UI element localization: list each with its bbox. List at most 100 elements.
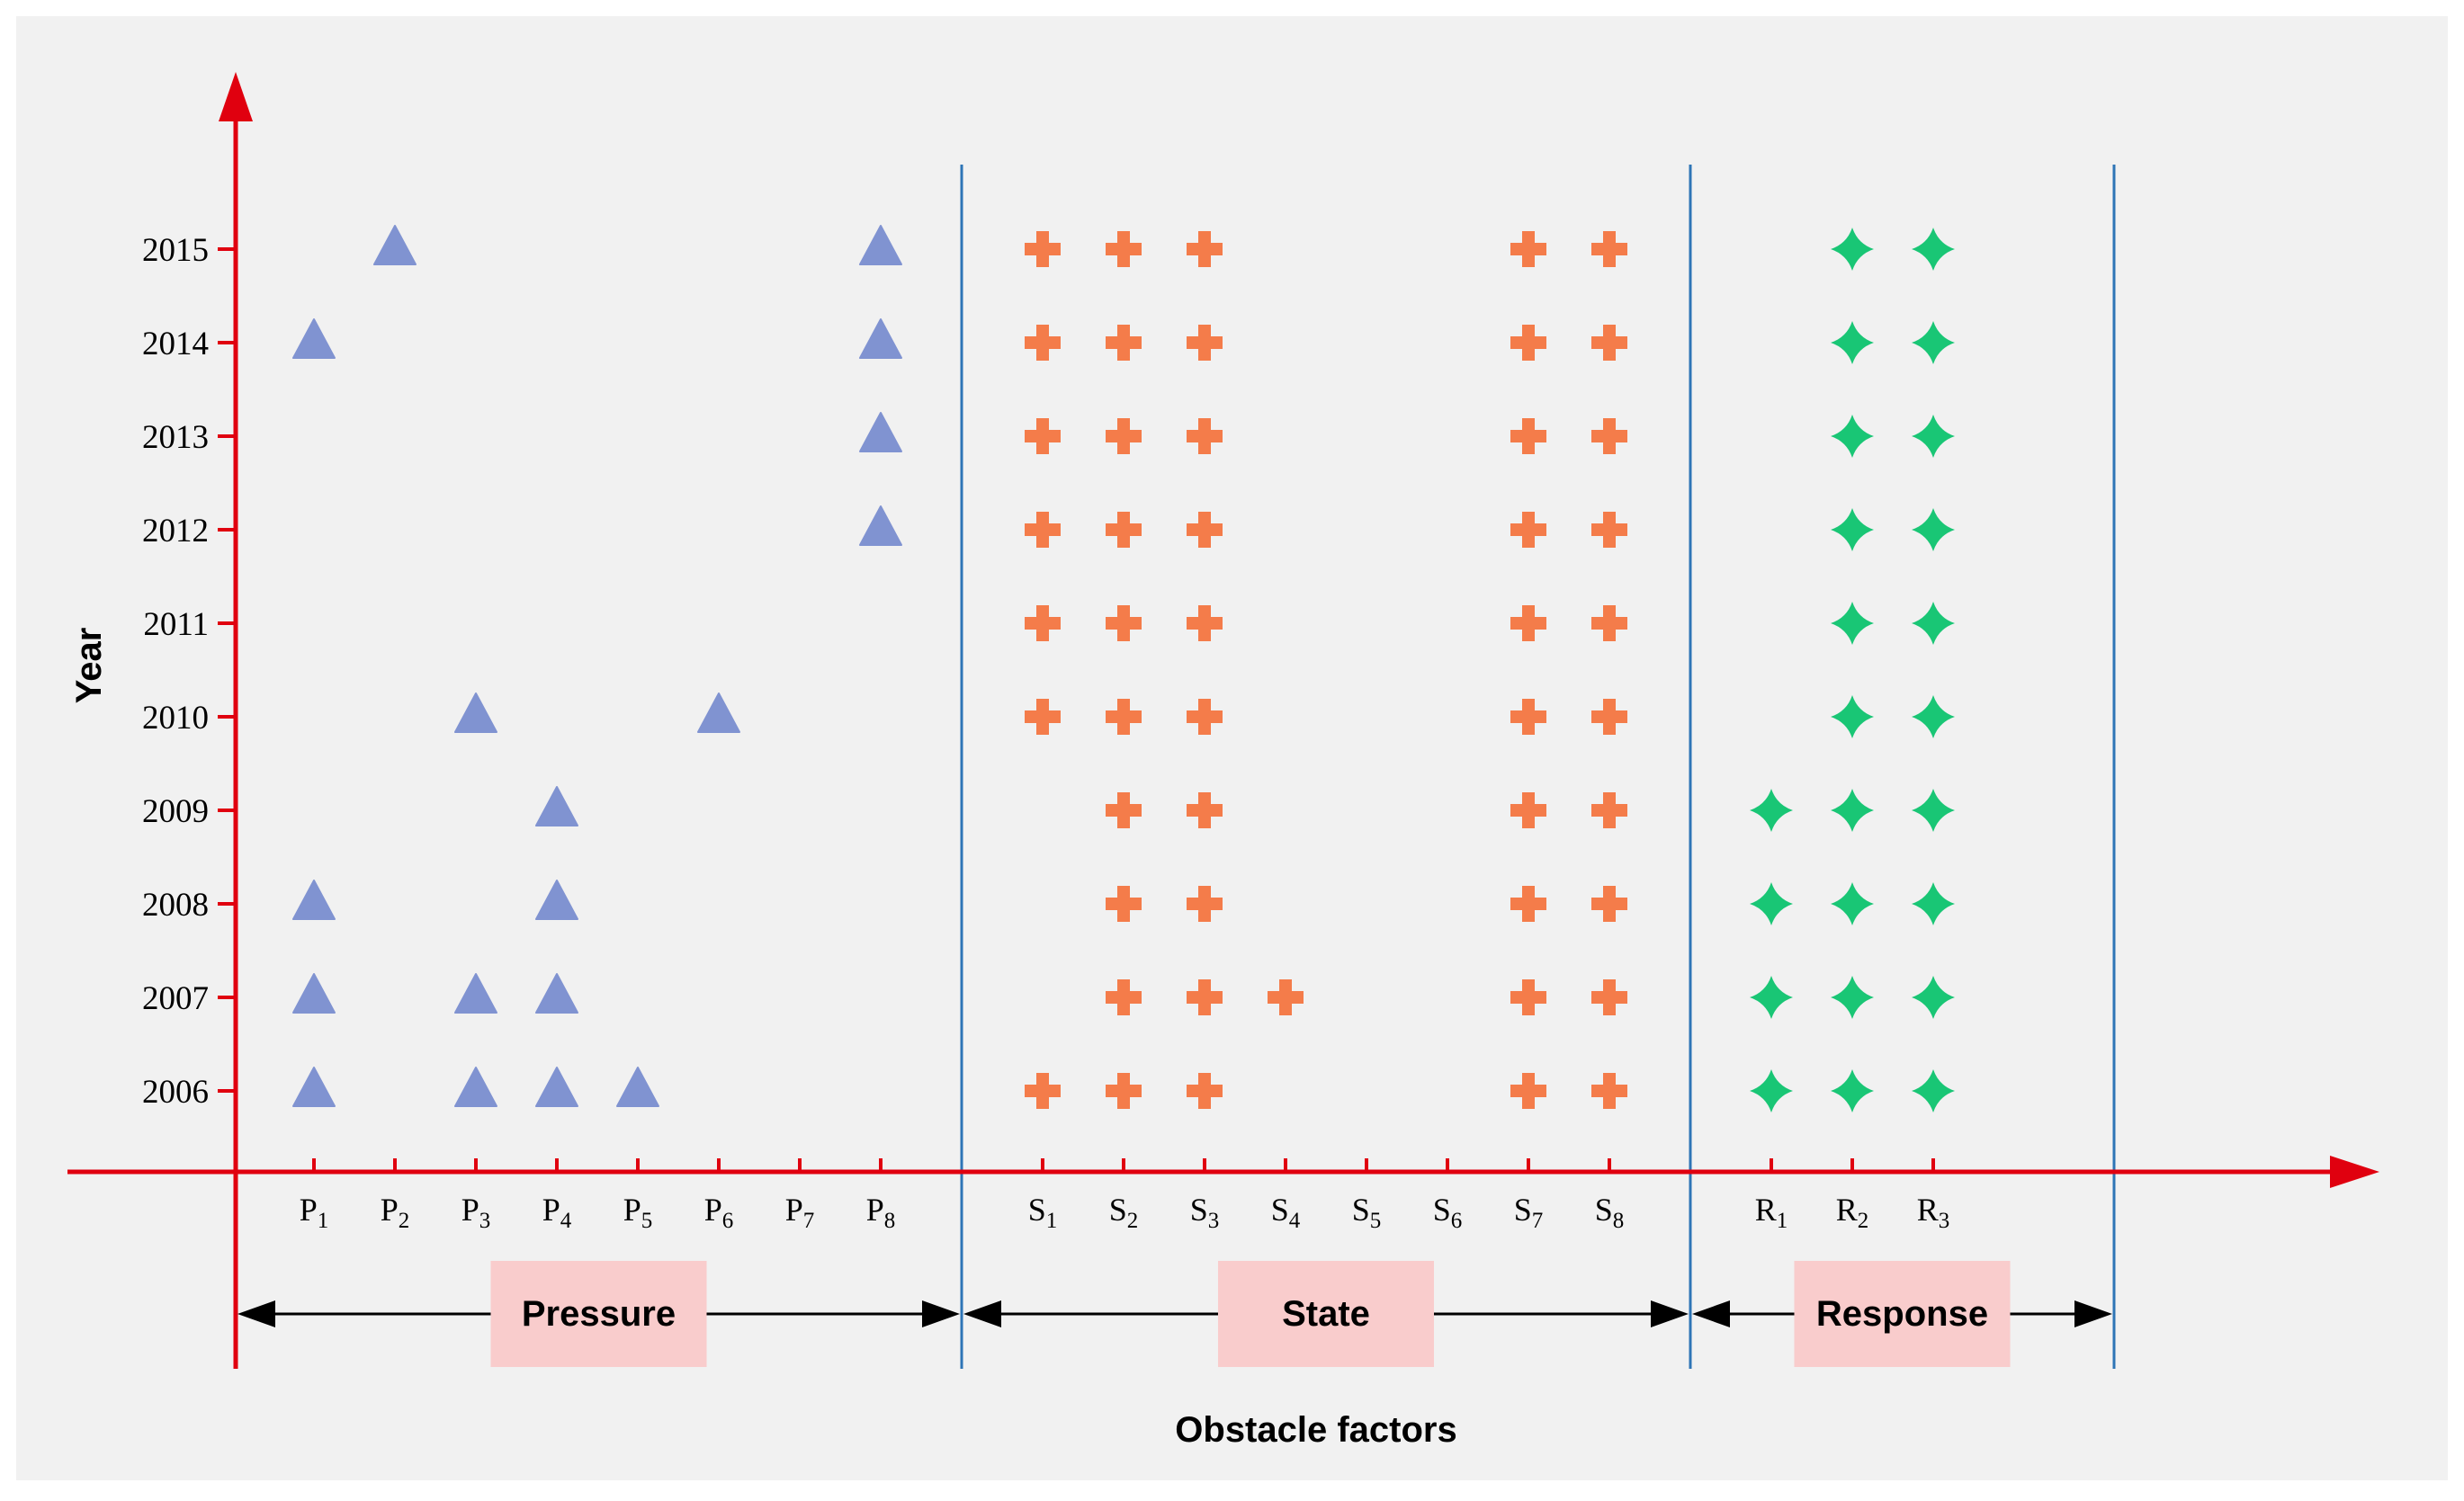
x-axis-arrowhead [2330, 1156, 2379, 1188]
state-marker [1106, 418, 1142, 454]
response-marker [1831, 882, 1874, 925]
pressure-marker [616, 1067, 659, 1107]
response-marker [1912, 228, 1955, 271]
x-tick-label: S3 [1190, 1192, 1220, 1233]
y-tick-label: 2006 [142, 1074, 209, 1111]
response-marker [1831, 415, 1874, 458]
response-marker [1912, 976, 1955, 1019]
y-tick-label: 2010 [142, 700, 209, 737]
response-marker [1912, 1069, 1955, 1112]
pressure-marker [292, 880, 336, 920]
response-marker [1831, 228, 1874, 271]
response-marker [1831, 321, 1874, 364]
response-marker [1831, 695, 1874, 738]
group-span-arrow-left [237, 1300, 275, 1327]
state-marker [1106, 792, 1142, 828]
response-marker [1912, 321, 1955, 364]
group-span-arrow-left [1692, 1300, 1730, 1327]
state-marker [1510, 231, 1546, 267]
state-marker [1591, 699, 1627, 735]
pressure-marker [454, 973, 497, 1014]
state-marker [1591, 979, 1627, 1015]
response-marker [1912, 508, 1955, 551]
x-tick-label: P4 [542, 1192, 572, 1233]
y-tick-label: 2014 [142, 326, 209, 362]
group-span-arrow-right [922, 1300, 960, 1327]
y-tick-label: 2008 [142, 887, 209, 924]
state-marker [1106, 325, 1142, 361]
state-marker [1591, 792, 1627, 828]
pressure-marker [454, 1067, 497, 1107]
state-marker [1591, 1073, 1627, 1109]
x-tick-label: R1 [1755, 1192, 1788, 1233]
x-tick-label: S4 [1271, 1192, 1301, 1233]
x-tick-label: R2 [1836, 1192, 1869, 1233]
state-marker [1025, 512, 1061, 548]
y-tick-label: 2012 [142, 513, 209, 549]
state-marker [1187, 699, 1223, 735]
state-marker [1106, 1073, 1142, 1109]
response-marker [1750, 882, 1793, 925]
pressure-marker [535, 786, 578, 826]
pressure-marker [292, 1067, 336, 1107]
x-tick-label: P8 [866, 1192, 896, 1233]
response-marker [1750, 1069, 1793, 1112]
pressure-marker [373, 225, 417, 265]
pressure-marker [859, 412, 902, 452]
state-marker [1187, 231, 1223, 267]
pressure-marker [292, 973, 336, 1014]
state-marker [1591, 325, 1627, 361]
y-axis-arrowhead [219, 72, 253, 121]
response-marker [1831, 976, 1874, 1019]
group-label-box [1218, 1261, 1434, 1367]
pressure-marker [535, 973, 578, 1014]
state-marker [1106, 699, 1142, 735]
state-marker [1510, 979, 1546, 1015]
x-tick-label: S6 [1433, 1192, 1463, 1233]
state-marker [1025, 1073, 1061, 1109]
x-tick-label: S5 [1352, 1192, 1382, 1233]
state-marker [1510, 605, 1546, 641]
state-marker [1510, 418, 1546, 454]
pressure-marker [859, 318, 902, 359]
state-marker [1025, 418, 1061, 454]
state-marker [1591, 605, 1627, 641]
state-marker [1591, 886, 1627, 922]
pressure-marker [535, 880, 578, 920]
y-axis-label: Year [69, 628, 109, 704]
group-label-box [1794, 1261, 2011, 1367]
state-marker [1187, 418, 1223, 454]
x-tick-label: P7 [785, 1192, 815, 1233]
response-marker [1750, 789, 1793, 832]
x-tick-label: P1 [300, 1192, 329, 1233]
group-label: Response [1816, 1294, 1988, 1334]
response-marker [1831, 508, 1874, 551]
y-tick-label: 2007 [142, 980, 209, 1017]
state-marker [1187, 325, 1223, 361]
state-marker [1106, 886, 1142, 922]
group-label: State [1282, 1294, 1370, 1334]
x-tick-label: P6 [704, 1192, 734, 1233]
group-label-box [490, 1261, 707, 1367]
state-marker [1106, 605, 1142, 641]
state-marker [1510, 1073, 1546, 1109]
response-marker [1912, 789, 1955, 832]
state-marker [1187, 886, 1223, 922]
pressure-marker [697, 692, 740, 733]
pressure-marker [292, 318, 336, 359]
state-marker [1106, 979, 1142, 1015]
y-tick-label: 2013 [142, 419, 209, 456]
state-marker [1187, 512, 1223, 548]
state-marker [1025, 699, 1061, 735]
state-marker [1106, 512, 1142, 548]
state-marker [1510, 699, 1546, 735]
response-marker [1912, 695, 1955, 738]
state-marker [1510, 886, 1546, 922]
state-marker [1591, 231, 1627, 267]
group-span-arrow-left [963, 1300, 1001, 1327]
pressure-marker [859, 225, 902, 265]
x-tick-label: S7 [1514, 1192, 1544, 1233]
response-marker [1831, 1069, 1874, 1112]
